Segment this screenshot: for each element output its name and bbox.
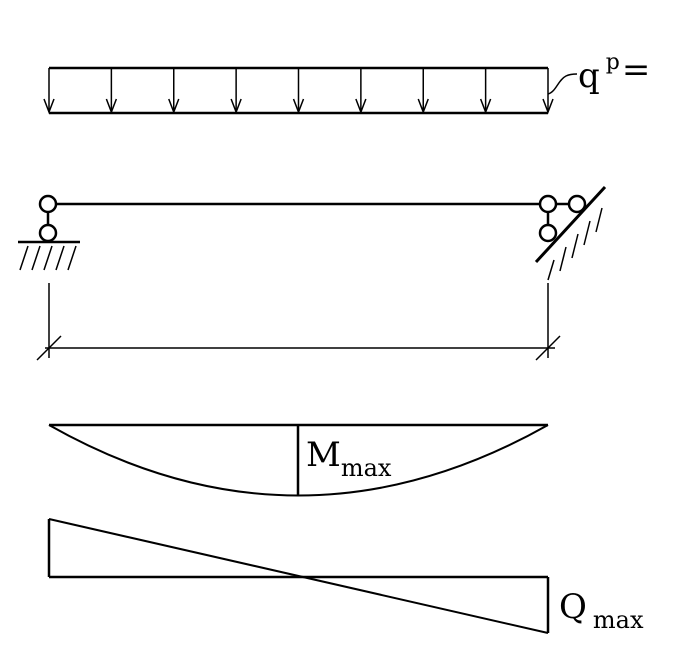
load-superscript: p — [606, 50, 620, 75]
load-arrow — [105, 68, 118, 115]
shear-line — [48, 518, 549, 634]
left-hinge-circle — [38, 194, 58, 214]
load-symbol: q — [578, 56, 600, 96]
left-support — [18, 194, 80, 271]
load-arrow — [230, 68, 242, 115]
dimension-left-tick — [36, 335, 62, 361]
moment-label-sub: max — [341, 454, 392, 482]
load-arrows — [43, 68, 554, 115]
left-support-circle — [38, 223, 58, 243]
left-ground-hatch — [19, 245, 77, 271]
moment-diagram: Mmax — [48, 423, 549, 497]
moment-label: Mmax — [306, 435, 392, 482]
right-hinge-circle — [538, 194, 558, 214]
beam-structure — [18, 185, 607, 281]
moment-label-main: M — [306, 435, 341, 475]
dimension-right-tick — [535, 335, 561, 361]
shear-label-main: Q — [559, 587, 587, 627]
load-arrow — [479, 68, 492, 115]
right-roller-circle-upper — [567, 194, 587, 214]
load-arrow — [168, 68, 180, 115]
load-arrow — [542, 68, 554, 115]
incline-hatch — [547, 207, 603, 281]
load-leader-line — [547, 73, 578, 95]
span-dimension — [36, 283, 561, 361]
incline-line — [534, 185, 607, 264]
load-arrow — [417, 68, 429, 115]
shear-label-sub: max — [593, 606, 644, 634]
load-equals: = — [622, 50, 651, 90]
load-arrow — [355, 68, 367, 115]
right-support — [534, 185, 607, 281]
load-arrow — [43, 68, 55, 115]
right-roller-circle-lower — [538, 223, 558, 243]
load-arrow — [292, 68, 305, 115]
